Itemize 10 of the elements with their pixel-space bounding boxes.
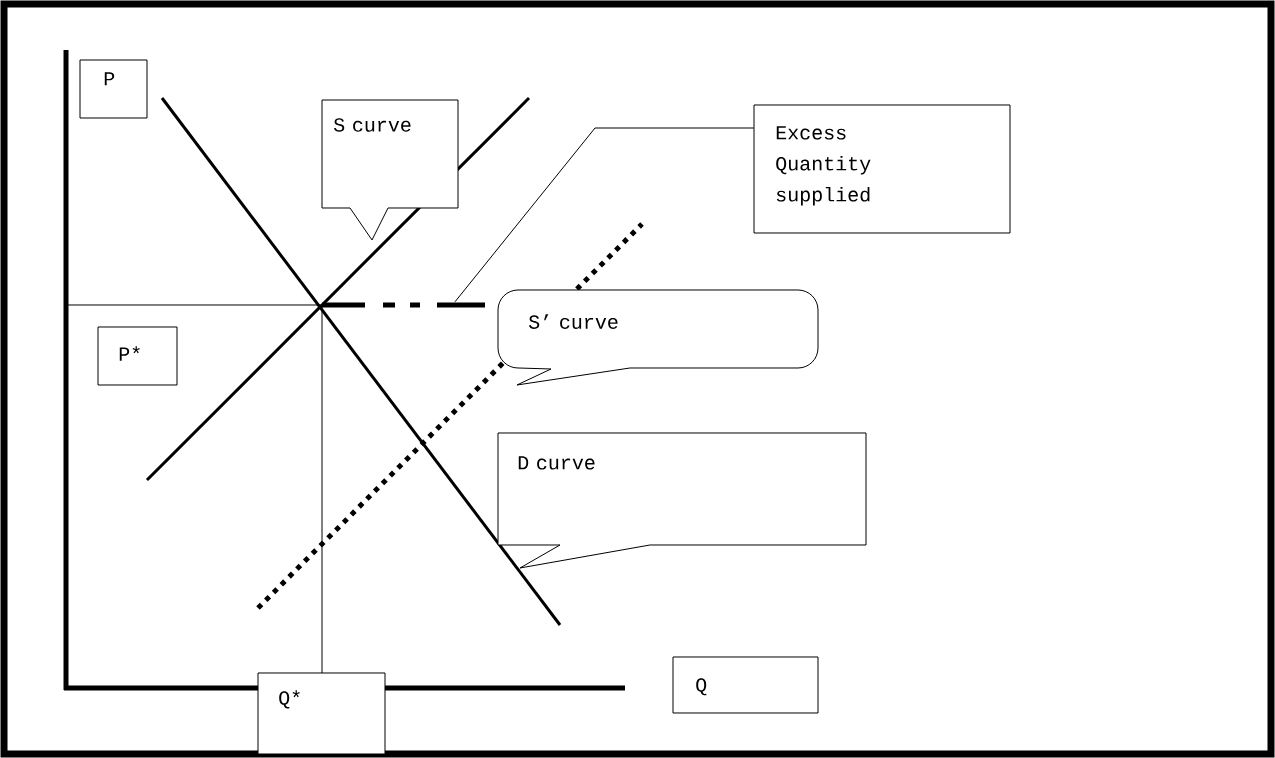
axis-label-box: Q (672, 656, 819, 714)
leader-line (454, 127, 755, 303)
axis-label-box: P (79, 59, 148, 119)
note-box: Excess Quantity supplied (753, 104, 1011, 234)
axis-label-box: P* (97, 326, 178, 386)
callout-box: S curve (321, 99, 459, 241)
axis-label-box: Q* (257, 672, 386, 755)
callout-box: D curve (497, 432, 867, 569)
callout-bubble: S’ curve (497, 289, 819, 386)
excess-quantity-segment (322, 302, 485, 308)
